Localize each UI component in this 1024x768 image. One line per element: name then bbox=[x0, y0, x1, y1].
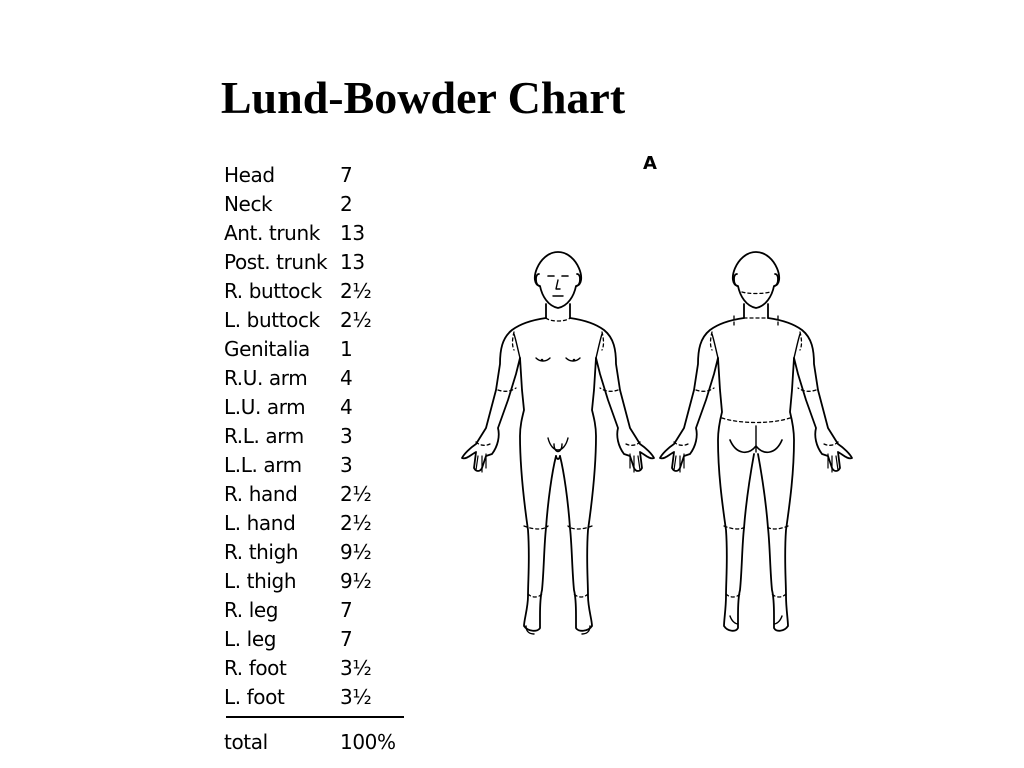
row-label: L. thigh bbox=[224, 569, 297, 593]
row-label: R. thigh bbox=[224, 540, 299, 564]
row-label: L.L. arm bbox=[224, 453, 302, 477]
row-label: Ant. trunk bbox=[224, 221, 320, 245]
table-row: Neck 2 bbox=[224, 190, 406, 219]
row-label: R. leg bbox=[224, 598, 279, 622]
table-row: L. buttock 2½ bbox=[224, 306, 406, 335]
total-divider bbox=[226, 716, 404, 718]
row-label: Head bbox=[224, 163, 275, 187]
row-label: L. hand bbox=[224, 511, 296, 535]
row-value: 3 bbox=[340, 424, 353, 448]
row-value: 9½ bbox=[340, 569, 372, 593]
row-value: 13 bbox=[340, 250, 365, 274]
front-region-boundaries bbox=[475, 317, 641, 598]
back-region-boundaries bbox=[673, 291, 839, 598]
table-row: L.L. arm 3 bbox=[224, 451, 406, 480]
row-label: Genitalia bbox=[224, 337, 310, 361]
row-label: R. buttock bbox=[224, 279, 322, 303]
body-outline-figure bbox=[440, 240, 880, 640]
row-value: 2½ bbox=[340, 482, 372, 506]
slide-title: Lund-Bowder Chart bbox=[220, 72, 626, 123]
table-row: R. thigh 9½ bbox=[224, 538, 406, 567]
row-value: 2½ bbox=[340, 308, 372, 332]
row-label: R.L. arm bbox=[224, 424, 304, 448]
back-body-outline bbox=[659, 251, 853, 632]
front-body-outline bbox=[461, 251, 655, 635]
table-row: L. hand 2½ bbox=[224, 509, 406, 538]
table-row: Ant. trunk 13 bbox=[224, 219, 406, 248]
row-label: L. leg bbox=[224, 627, 277, 651]
table-row: L. foot 3½ bbox=[224, 683, 406, 712]
table-row: R. hand 2½ bbox=[224, 480, 406, 509]
row-value: 7 bbox=[340, 163, 353, 187]
table-row: L. thigh 9½ bbox=[224, 567, 406, 596]
table-row: L. leg 7 bbox=[224, 625, 406, 654]
table-row: R. leg 7 bbox=[224, 596, 406, 625]
table-row: L.U. arm 4 bbox=[224, 393, 406, 422]
table-row: Head 7 bbox=[224, 161, 406, 190]
row-label: Neck bbox=[224, 192, 273, 216]
row-label: R.U. arm bbox=[224, 366, 308, 390]
row-label: Post. trunk bbox=[224, 250, 328, 274]
figure-label: A bbox=[643, 153, 657, 174]
row-value: 9½ bbox=[340, 540, 372, 564]
row-value: 2½ bbox=[340, 511, 372, 535]
row-value: 7 bbox=[340, 627, 353, 651]
row-value: 7 bbox=[340, 598, 353, 622]
table-row: R. foot 3½ bbox=[224, 654, 406, 683]
row-value: 3½ bbox=[340, 656, 372, 680]
row-value: 1 bbox=[340, 337, 353, 361]
row-label: R. hand bbox=[224, 482, 298, 506]
total-label: total bbox=[224, 730, 268, 754]
row-label: L.U. arm bbox=[224, 395, 306, 419]
table-row: Genitalia 1 bbox=[224, 335, 406, 364]
row-label: L. foot bbox=[224, 685, 285, 709]
table-row: R. buttock 2½ bbox=[224, 277, 406, 306]
row-value: 4 bbox=[340, 395, 353, 419]
row-value: 4 bbox=[340, 366, 353, 390]
row-value: 3½ bbox=[340, 685, 372, 709]
total-row: total 100% bbox=[224, 728, 406, 757]
row-value: 2½ bbox=[340, 279, 372, 303]
row-value: 3 bbox=[340, 453, 353, 477]
table-row: R.L. arm 3 bbox=[224, 422, 406, 451]
row-label: R. foot bbox=[224, 656, 287, 680]
table-row: R.U. arm 4 bbox=[224, 364, 406, 393]
row-value: 2 bbox=[340, 192, 353, 216]
row-value: 13 bbox=[340, 221, 365, 245]
row-label: L. buttock bbox=[224, 308, 320, 332]
table-row: Post. trunk 13 bbox=[224, 248, 406, 277]
total-value: 100% bbox=[340, 730, 396, 754]
